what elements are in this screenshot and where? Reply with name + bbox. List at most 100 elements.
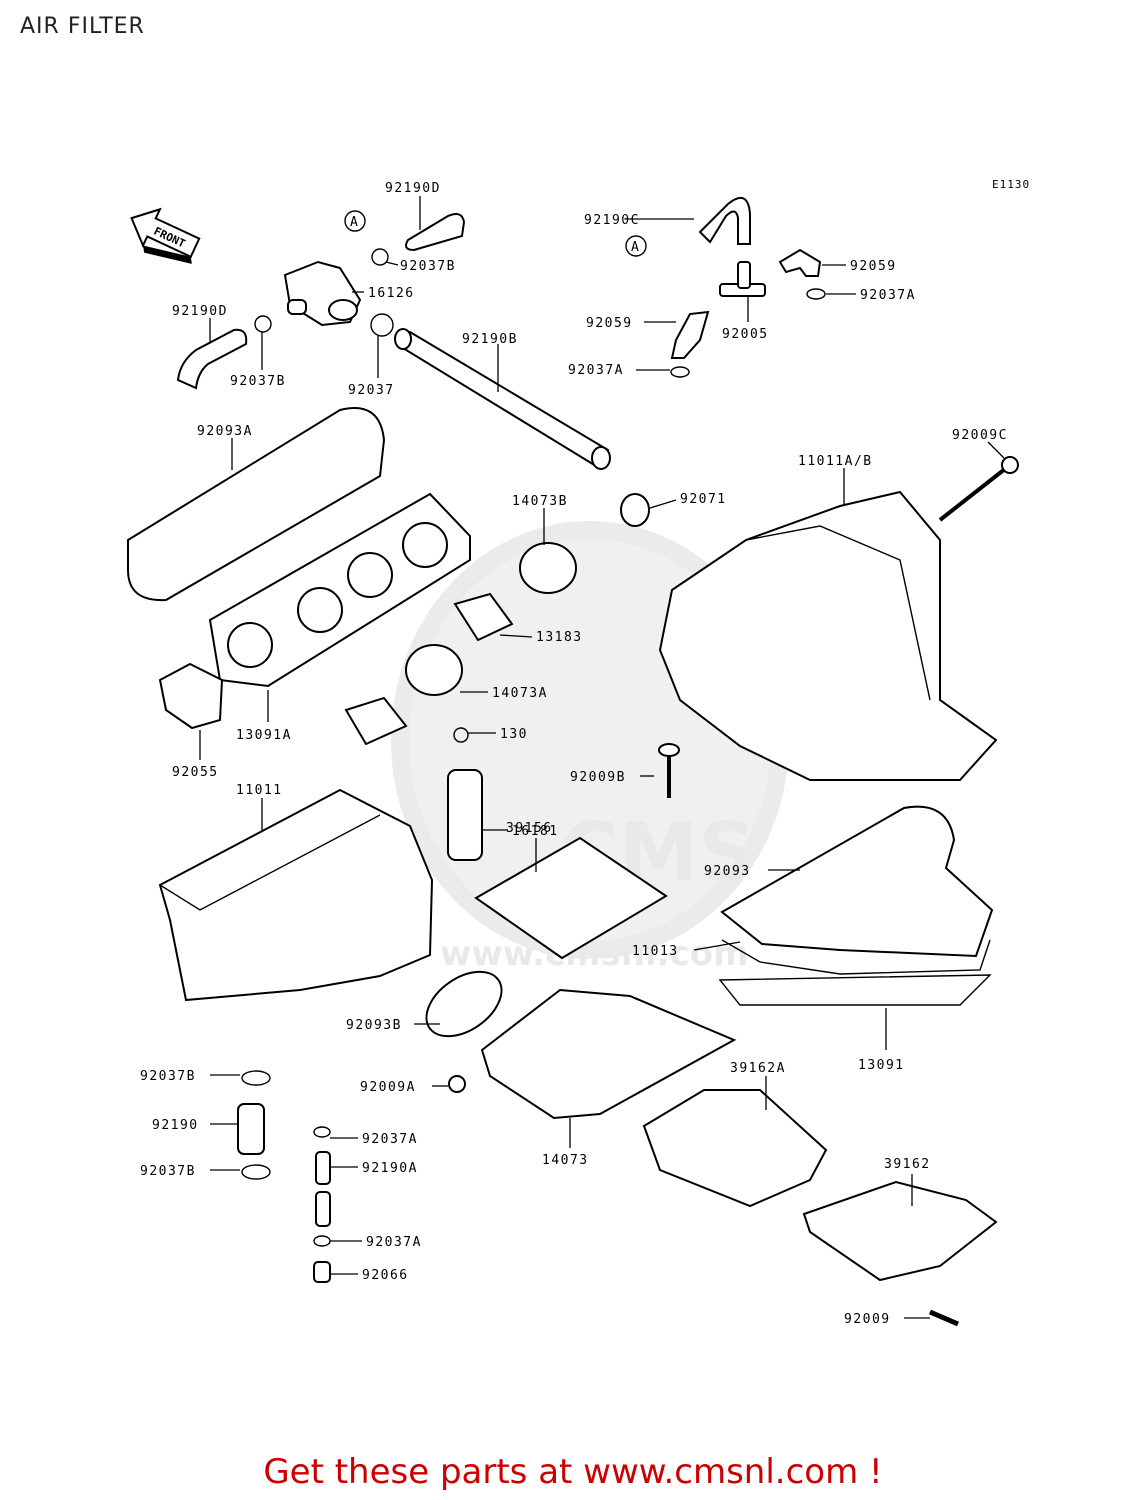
callout-11011: 11011 — [236, 783, 283, 798]
callout-13091a: 13091A — [236, 728, 292, 743]
callout-92037b-top: 92037B — [400, 259, 456, 274]
hose-92190b — [394, 328, 611, 470]
watermark-url: www.cmsnl.com — [440, 934, 749, 974]
callout-14073b: 14073B — [512, 494, 568, 509]
hose-92190a-1 — [315, 1151, 331, 1185]
case-11011 — [158, 788, 434, 1002]
valve-16126 — [283, 260, 362, 327]
callout-92005: 92005 — [722, 327, 769, 342]
bolt-92009 — [929, 1309, 959, 1327]
hose-92059-left — [670, 310, 710, 359]
callout-92037b-left: 92037B — [230, 374, 286, 389]
plug-92066 — [313, 1261, 331, 1283]
plate-13183-lower — [344, 696, 408, 746]
hose-92059-right — [778, 248, 822, 277]
plate-13183-upper — [453, 592, 514, 642]
callout-13183: 13183 — [536, 630, 583, 645]
callout-92093: 92093 — [704, 864, 751, 879]
plate-39156 — [474, 836, 668, 960]
callout-11013: 11013 — [632, 944, 679, 959]
callout-92009b: 92009B — [570, 770, 626, 785]
gasket-92093b — [425, 970, 503, 1038]
front-arrow-icon: FRONT — [130, 207, 201, 264]
clamp-92037b-low1 — [241, 1070, 271, 1086]
drain-16181 — [447, 769, 483, 861]
clamp-92037a-mid — [670, 366, 690, 378]
callout-13091: 13091 — [858, 1058, 905, 1073]
gasket-92093a — [127, 407, 386, 602]
ref-a-label-2: A — [631, 240, 640, 255]
callout-92066: 92066 — [362, 1268, 409, 1283]
callout-92009a: 92009A — [360, 1080, 416, 1095]
ref-a-circle-2 — [625, 235, 647, 257]
ref-a-circle-1 — [344, 210, 366, 232]
callout-92093a: 92093A — [197, 424, 253, 439]
bolt-130 — [453, 727, 469, 743]
clamp-92037a-low1 — [313, 1126, 331, 1138]
callout-92037: 92037 — [348, 383, 395, 398]
callout-11011ab: 11011A/B — [798, 454, 873, 469]
callout-16126: 16126 — [368, 286, 415, 301]
callout-39156: 39156 — [506, 821, 553, 836]
screw-92009b — [658, 743, 680, 798]
callout-92009c: 92009C — [952, 428, 1008, 443]
callout-92009: 92009 — [844, 1312, 891, 1327]
screw-92009c — [938, 463, 1012, 522]
callout-92071: 92071 — [680, 492, 727, 507]
clamp-92037a-low2 — [313, 1235, 331, 1247]
callout-92190d-top: 92190D — [385, 181, 441, 196]
callout-92190d-left: 92190D — [172, 304, 228, 319]
clamp-92037b-low2 — [241, 1164, 271, 1180]
hose-92190d-top — [405, 213, 466, 252]
clamp-92037b-left — [254, 315, 272, 333]
callout-92190: 92190 — [152, 1118, 199, 1133]
callout-14073: 14073 — [542, 1153, 589, 1168]
element-11013 — [721, 939, 991, 975]
screw-92009a — [448, 1075, 466, 1093]
gasket-92055 — [158, 662, 224, 730]
callout-16181: 16181 — [512, 824, 559, 839]
callout-14073a: 14073A — [492, 686, 548, 701]
hose-92190d-left — [176, 328, 248, 390]
mesh-13091 — [718, 974, 992, 1006]
duct-14073b — [519, 542, 577, 594]
gasket-92093 — [720, 805, 994, 958]
duct-14073a — [405, 644, 463, 696]
diagram-code: E1130 — [992, 178, 1031, 191]
holder-13091a — [208, 492, 471, 688]
clamp-92037 — [370, 313, 394, 337]
callout-92190c: 92190C — [584, 213, 640, 228]
callout-92059-left: 92059 — [586, 316, 633, 331]
clamp-92037a-right — [806, 288, 826, 300]
duct-14073 — [480, 988, 737, 1120]
callout-92037a-low2: 92037A — [366, 1235, 422, 1250]
clamp-92037b-top — [371, 248, 389, 266]
callout-labels: 92190D 92037B 16126 92190D 92037B 92037 … — [140, 181, 1008, 1327]
callout-92037a-low1: 92037A — [362, 1132, 418, 1147]
ref-a-label-1: A — [350, 215, 359, 230]
callout-92037a-mid: 92037A — [568, 363, 624, 378]
callout-39162a: 39162A — [730, 1061, 786, 1076]
leader-lines — [199, 196, 1005, 1319]
hose-92190c — [698, 196, 751, 245]
case-11011ab — [658, 490, 998, 781]
callout-92190b: 92190B — [462, 332, 518, 347]
callout-92037b-low1: 92037B — [140, 1069, 196, 1084]
callout-130: 130 — [500, 727, 528, 742]
callout-92037a-right: 92037A — [860, 288, 916, 303]
callout-92037b-low2: 92037B — [140, 1164, 196, 1179]
callout-39162: 39162 — [884, 1157, 931, 1172]
hose-92190a-2 — [315, 1191, 331, 1227]
grommet-92071 — [620, 493, 650, 527]
callout-92093b: 92093B — [346, 1018, 402, 1033]
callout-92055: 92055 — [172, 765, 219, 780]
page-title: AIR FILTER — [20, 14, 145, 39]
tee-92005 — [719, 261, 766, 297]
hose-92190 — [237, 1103, 265, 1155]
frame-39162 — [802, 1180, 998, 1282]
callout-92059-right: 92059 — [850, 259, 897, 274]
footer-link[interactable]: Get these parts at www.cmsnl.com ! — [263, 1452, 883, 1492]
element-39162a — [642, 1089, 828, 1208]
callout-92190a: 92190A — [362, 1161, 418, 1176]
